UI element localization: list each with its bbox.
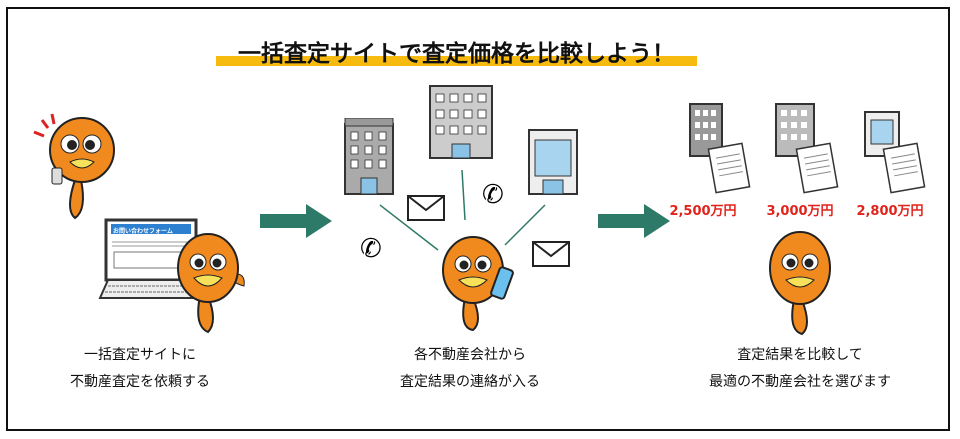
right-arrow-icon xyxy=(598,204,670,238)
caption-line: 最適の不動産会社を選びます xyxy=(709,374,891,390)
price-label: 2,800万円 xyxy=(856,204,924,219)
envelope-icon xyxy=(532,241,570,267)
step2-caption: 各不動産会社から 査定結果の連絡が入る xyxy=(350,342,590,396)
caption-line: 査定結果を比較して xyxy=(737,347,863,363)
office-building-icon xyxy=(429,85,493,159)
building-with-document-icon xyxy=(775,103,839,194)
caption-line: 不動産査定を依頼する xyxy=(70,374,210,390)
price-label: 2,500万円 xyxy=(669,204,737,219)
step3-caption: 査定結果を比較して 最適の不動産会社を選びます xyxy=(680,342,920,396)
price-label: 3,000万円 xyxy=(766,204,834,219)
fish-mascot-icon xyxy=(177,233,245,334)
caption-line: 各不動産会社から xyxy=(414,347,526,363)
title-highlight xyxy=(216,56,697,66)
caption-line: 査定結果の連絡が入る xyxy=(400,374,540,390)
page-title: 一括査定サイトで査定価格を比較しよう！ xyxy=(238,41,675,67)
fish-mascot-icon xyxy=(769,231,831,336)
envelope-icon xyxy=(407,195,445,221)
office-building-icon xyxy=(344,118,394,195)
caption-line: 一括査定サイトに xyxy=(84,347,196,363)
contact-lines-icon xyxy=(379,169,546,251)
step1-caption: 一括査定サイトに 不動産査定を依頼する xyxy=(20,342,260,396)
building-with-document-icon xyxy=(689,103,751,194)
office-building-icon xyxy=(528,129,578,195)
fish-mascot-with-phone-icon xyxy=(442,236,514,332)
frame-border xyxy=(6,7,950,431)
building-with-document-icon xyxy=(864,111,926,194)
form-title-label: お問い合わせフォーム xyxy=(113,228,173,235)
fish-mascot-with-phone-icon xyxy=(33,113,115,220)
phone-icon: ✆ xyxy=(482,180,504,210)
right-arrow-icon xyxy=(260,204,332,238)
phone-icon: ✆ xyxy=(360,234,382,264)
